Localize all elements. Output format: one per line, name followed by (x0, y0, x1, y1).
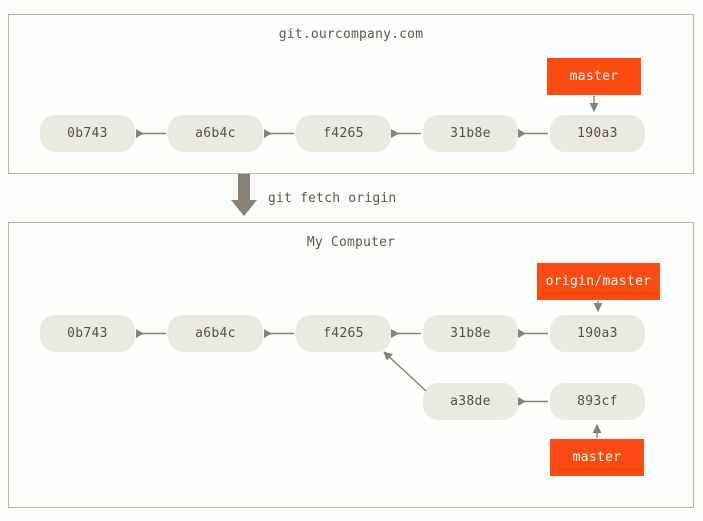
branch-label-origin-master[interactable]: origin/master (537, 263, 660, 300)
branch-label-master-local[interactable]: master (550, 439, 644, 476)
commit-node[interactable]: a38de (423, 383, 518, 420)
commit-node[interactable]: 31b8e (423, 115, 518, 152)
local-panel-title: My Computer (306, 235, 396, 250)
fetch-arrow-icon (231, 174, 257, 216)
branch-label-master-remote[interactable]: master (547, 58, 641, 95)
commit-node[interactable]: f4265 (296, 115, 391, 152)
commit-node[interactable]: 31b8e (423, 315, 518, 352)
commit-node[interactable]: 0b743 (40, 315, 135, 352)
commit-node[interactable]: 893cf (550, 383, 645, 420)
commit-node[interactable]: 190a3 (550, 315, 645, 352)
commit-node[interactable]: 0b743 (40, 115, 135, 152)
commit-node[interactable]: a6b4c (168, 315, 263, 352)
commit-node[interactable]: a6b4c (168, 115, 263, 152)
commit-node[interactable]: 190a3 (550, 115, 645, 152)
fetch-command-label: git fetch origin (268, 191, 397, 206)
remote-panel-title: git.ourcompany.com (278, 27, 424, 42)
commit-node[interactable]: f4265 (296, 315, 391, 352)
